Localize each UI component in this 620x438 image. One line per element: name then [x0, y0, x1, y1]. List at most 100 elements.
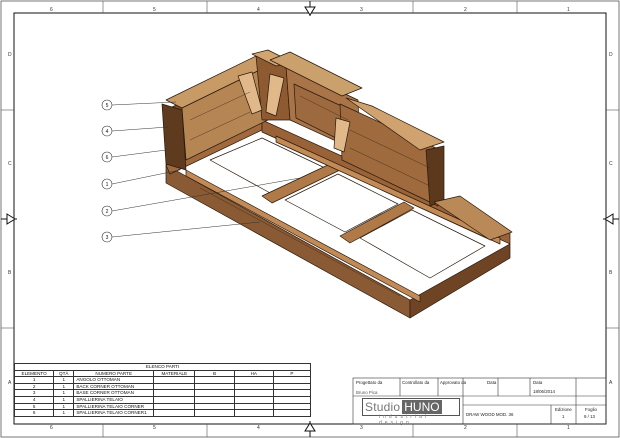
parts-list-header-row: ELEMENTO QTÀ NUMERO PARTE MATERIALE B HA…	[13, 369, 312, 378]
col-mark-1-top: 1	[567, 7, 570, 13]
col-mark-4-bottom: 4	[257, 425, 260, 431]
sheet-label: Foglio	[585, 407, 597, 412]
cell-b	[194, 395, 235, 404]
header-numero-parte: NUMERO PARTE	[73, 369, 155, 378]
cell-materiale	[153, 376, 196, 384]
header-ha: HA	[233, 369, 274, 378]
back-right-top	[269, 51, 363, 97]
cell-b	[194, 389, 235, 397]
cell-ha	[233, 395, 274, 404]
row-mark-c-left: C	[8, 161, 12, 167]
back-right2-top	[345, 97, 445, 151]
cell-materiale	[153, 395, 196, 404]
cell-qta: 1	[53, 395, 75, 404]
cell-ha	[233, 402, 274, 411]
cell-elemento: 4	[13, 395, 55, 404]
cell-numero-parte: ANGOLO OTTOMAN	[73, 376, 155, 384]
header-p: P	[272, 369, 312, 378]
col-mark-1-bottom: 1	[567, 425, 570, 431]
cell-elemento: 6	[13, 409, 55, 417]
corner-bracket-right	[265, 73, 285, 117]
cell-qta: 1	[53, 389, 75, 397]
row-mark-d-left: D	[8, 52, 12, 58]
header-materiale: MATERIALE	[153, 369, 196, 378]
balloons	[101, 99, 113, 243]
table-row: 1 1 ANGOLO OTTOMAN	[13, 376, 312, 384]
cell-p	[272, 382, 312, 391]
col-mark-6-top: 6	[50, 7, 53, 13]
cell-b	[194, 402, 235, 411]
cell-elemento: 1	[13, 376, 55, 384]
cell-p	[272, 395, 312, 404]
sofa-frame-drawing	[161, 49, 513, 319]
cell-b	[194, 376, 235, 384]
sheet-value: 9 / 13	[584, 414, 595, 419]
cell-elemento: 3	[13, 389, 55, 397]
table-row: 6 1 SPALLIERINA TELAIO CORNER1	[13, 409, 312, 417]
cell-materiale	[153, 389, 196, 397]
row-mark-b-right: B	[609, 270, 613, 276]
cell-materiale	[153, 409, 196, 417]
cell-p	[272, 409, 312, 417]
cell-b	[194, 382, 235, 391]
cell-p	[272, 376, 312, 384]
header-elemento: ELEMENTO	[13, 369, 55, 378]
cell-elemento: 5	[13, 402, 55, 411]
cell-elemento: 2	[13, 382, 55, 391]
header-b: B	[194, 369, 235, 378]
base-opening-2	[284, 173, 399, 233]
balloon-label-4: 4	[106, 129, 109, 135]
table-row: 5 1 SPALLIERINA TELAIO CORNER	[13, 402, 312, 411]
col-mark-3-top: 3	[360, 7, 363, 13]
title-block-grid	[352, 377, 607, 425]
logo-studio-text: Studio	[365, 400, 401, 414]
approved-by-label: Approvato da	[440, 380, 467, 385]
col-mark-4-top: 4	[257, 7, 260, 13]
cell-qta: 1	[53, 409, 75, 417]
parts-list-title-row: ELENCO PARTI	[14, 363, 311, 371]
row-mark-a-left: A	[8, 380, 12, 386]
balloon-label-3: 3	[106, 235, 109, 241]
cell-numero-parte: SPALLIERINA TELAIO CORNER1	[73, 409, 155, 417]
edition-value: 1	[562, 414, 565, 419]
drawing-title: DRAW WOOD MOD. 36	[466, 412, 514, 417]
cell-qta: 1	[53, 382, 75, 391]
date-value: 18/06/2014	[533, 389, 555, 394]
cell-ha	[233, 376, 274, 384]
logo-huno-text: HUNO	[402, 400, 442, 414]
edition-label: Edizione	[555, 407, 572, 412]
corner-bracket-mid	[333, 117, 351, 153]
date-label-1: Data	[487, 380, 497, 385]
col-mark-3-bottom: 3	[360, 425, 363, 431]
cell-materiale	[153, 402, 196, 411]
corner-bracket-left	[237, 71, 263, 115]
balloon-label-5: 5	[106, 103, 109, 109]
cell-qta: 1	[53, 402, 75, 411]
ottoman-end-top	[433, 195, 513, 241]
cell-b	[194, 409, 235, 417]
table-row: 2 1 BACK CORNER OTTOMAN	[13, 382, 312, 391]
cell-numero-parte: SPALLIERINA TELAIO CORNER	[73, 402, 155, 411]
row-mark-c-right: C	[609, 161, 613, 167]
col-mark-5-bottom: 5	[153, 425, 156, 431]
cell-materiale	[153, 382, 196, 391]
balloon-label-2: 2	[106, 209, 109, 215]
date-label-2: Data	[533, 380, 543, 385]
studio-huno-logo: Studio HUNO industrial design	[362, 398, 460, 426]
parts-list-title: ELENCO PARTI	[14, 363, 311, 371]
cell-numero-parte: BASE CORNER OTTOMAN	[73, 389, 155, 397]
inner-rail-right	[275, 135, 501, 245]
row-mark-a-right: A	[609, 380, 613, 386]
col-mark-5-top: 5	[153, 7, 156, 13]
header-qta: QTÀ	[53, 369, 75, 378]
base-opening-3	[359, 209, 486, 279]
inner-rail-left	[185, 169, 421, 303]
cell-ha	[233, 409, 274, 417]
designed-by-label: Progettato da	[356, 380, 383, 385]
col-mark-2-bottom: 2	[464, 425, 467, 431]
cell-qta: 1	[53, 376, 75, 384]
checked-by-label: Controllato da	[402, 380, 430, 385]
row-mark-d-right: D	[609, 52, 613, 58]
